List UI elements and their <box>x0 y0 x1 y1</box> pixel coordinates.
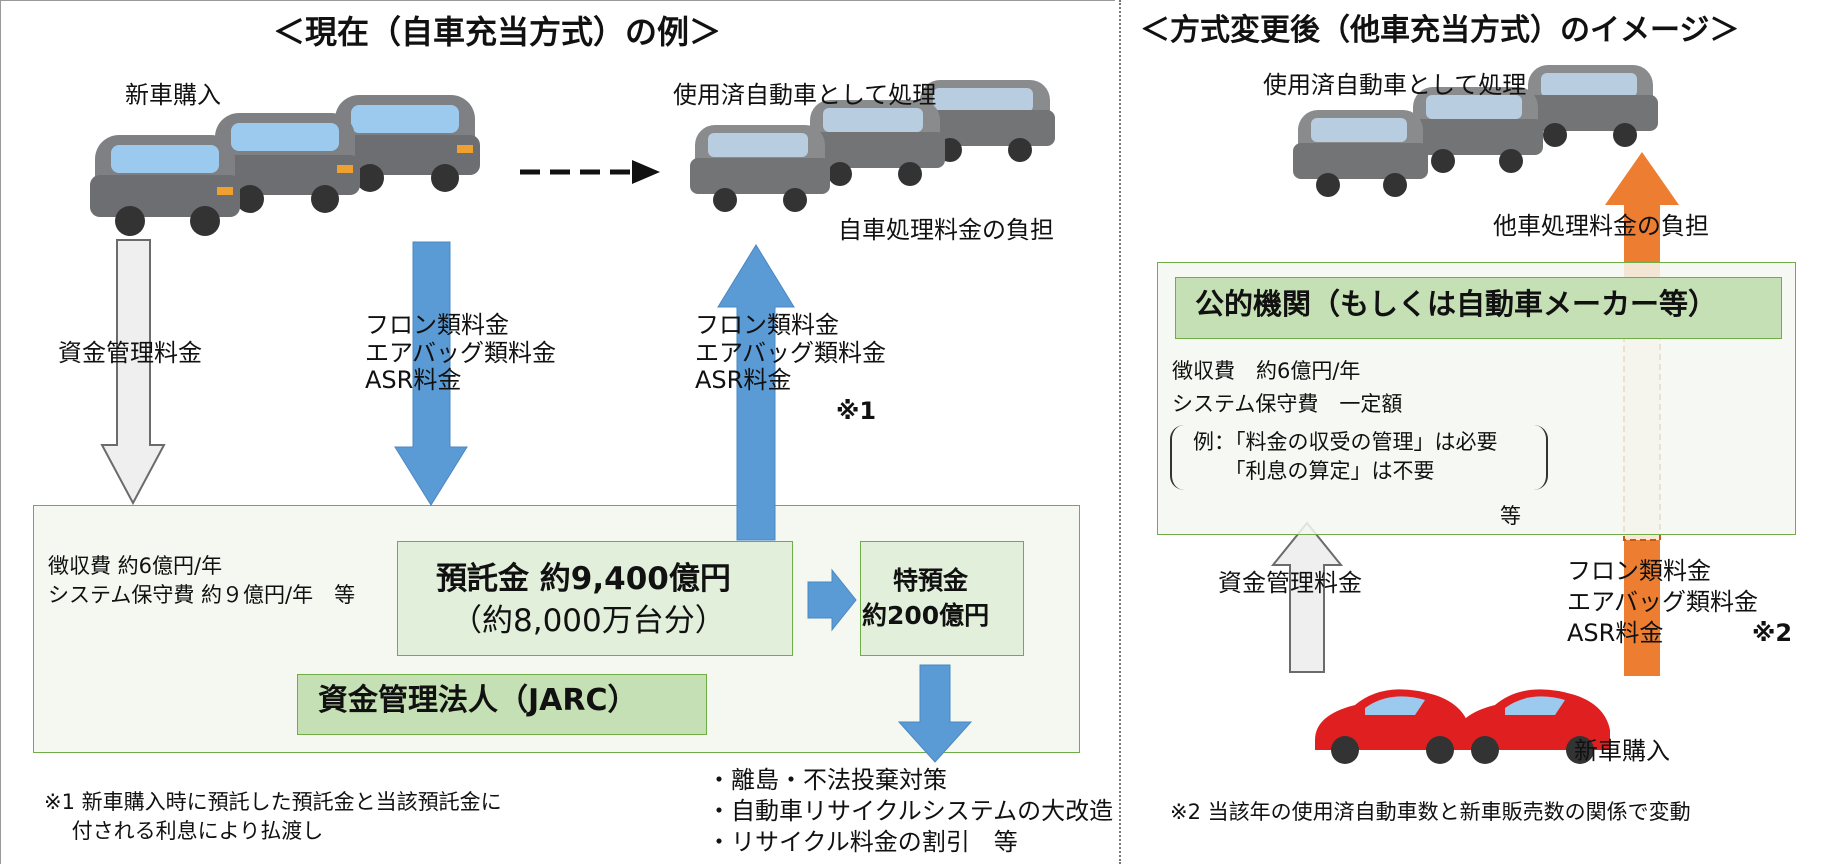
gray-car-1 <box>90 135 240 236</box>
right-other-fee-label: 他車処理料金の負担 <box>1493 212 1709 240</box>
right-example-text: 例：「料金の収受の管理」は必要 「利息の算定」は不要 <box>1193 430 1498 484</box>
used-cars-illustration <box>690 80 1055 212</box>
right-etc: 等 <box>1500 504 1521 528</box>
footnote-1: ※1 新車購入時に預託した預託金と当該預託金に 付される利息により払渡し <box>44 790 502 844</box>
right-used-cars-illustration <box>1293 65 1658 197</box>
deposit-amount: 預託金 約9,400億円 <box>436 561 731 597</box>
special-uses-list: ・離島・不法投棄対策 ・自動車リサイクルシステムの大改造 ・リサイクル料金の割引… <box>707 766 1114 857</box>
release-up-arrow <box>717 244 795 541</box>
fees-up-label: フロン類料金 エアバッグ類料金 ASR料金 <box>695 311 887 395</box>
agency-box <box>1175 277 1782 339</box>
deposit-box <box>397 541 793 656</box>
deposit-down-arrow <box>394 241 468 506</box>
agency-label: 公的機関（もしくは自動車メーカー等） <box>1195 287 1718 321</box>
special-deposit-amount: 約200億円 <box>862 601 990 630</box>
right-new-car-label: 新車購入 <box>1574 737 1670 765</box>
fees-down-label: フロン類料金 エアバッグ類料金 ASR料金 <box>365 311 557 395</box>
red-car-1 <box>1315 689 1470 764</box>
deposit-vehicles: （約8,000万台分） <box>451 603 726 639</box>
own-fee-label: 自車処理料金の負担 <box>838 216 1054 244</box>
left-title: ＜現在（自車充当方式）の例＞ <box>273 13 722 51</box>
right-title: ＜方式変更後（他車充当方式）のイメージ＞ <box>1140 13 1740 48</box>
note-mark-2: ※2 <box>1752 619 1793 647</box>
fund-fee-label: 資金管理料金 <box>58 339 202 367</box>
left-panel-frame <box>0 0 1115 864</box>
jarc-costs-text: 徴収費 約6億円/年 システム保守費 約９億円/年 等 <box>48 554 356 608</box>
gray-car-3 <box>330 95 480 192</box>
right-fees-label: フロン類料金 エアバッグ類料金 ASR料金 <box>1567 557 1759 648</box>
right-fund-fee-up-arrow <box>1270 521 1344 673</box>
special-deposit-title: 特預金 <box>893 566 969 595</box>
uses-down-arrow <box>897 664 973 763</box>
wrecked-car-1 <box>690 125 830 212</box>
red-cars-illustration <box>1315 689 1610 764</box>
right-used-car-label: 使用済自動車として処理 <box>1263 71 1527 99</box>
red-car-2 <box>1455 689 1610 764</box>
used-car-label: 使用済自動車として処理 <box>673 81 937 109</box>
new-car-label: 新車購入 <box>125 81 221 109</box>
new-cars-illustration <box>90 95 480 236</box>
dashed-arrow-head <box>632 160 660 184</box>
wrecked-car-3 <box>915 80 1055 162</box>
footnote-2: ※2 当該年の使用済自動車数と新車販売数の関係で変動 <box>1170 800 1691 824</box>
fund-fee-down-arrow <box>100 239 166 506</box>
note-mark-1: ※1 <box>836 397 877 425</box>
to-special-arrow <box>807 568 857 632</box>
wrecked-car-2 <box>805 100 945 186</box>
divider-dotted <box>1119 0 1121 864</box>
special-deposit-box <box>860 541 1024 656</box>
right-fund-fee-label: 資金管理料金 <box>1218 569 1362 597</box>
example-bracket <box>1170 425 1548 490</box>
jarc-box <box>297 674 707 735</box>
right-costs-text: 徴収費 約6億円/年 システム保守費 一定額 <box>1172 359 1403 416</box>
gray-car-2 <box>210 113 360 213</box>
jarc-label: 資金管理法人（JARC） <box>318 683 638 718</box>
